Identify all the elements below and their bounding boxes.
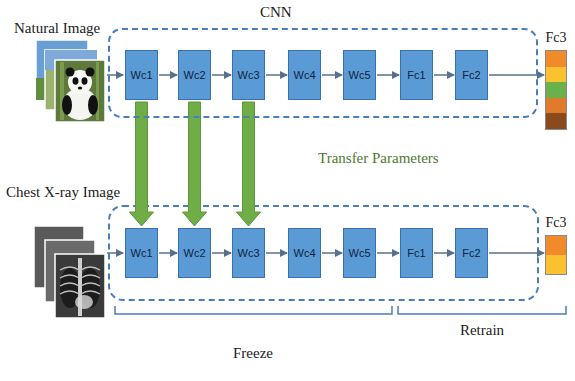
layer-box: Wc2 bbox=[178, 50, 211, 100]
layer-label: Wc4 bbox=[294, 69, 316, 81]
image-label: Chest X-ray Image bbox=[6, 184, 120, 201]
output-cell bbox=[546, 51, 566, 67]
layer-box: Fc2 bbox=[455, 50, 488, 100]
layer-label: Fc1 bbox=[407, 69, 425, 81]
output-cell bbox=[546, 82, 566, 98]
layer-label: Wc4 bbox=[294, 247, 316, 259]
layer-label: Wc1 bbox=[131, 247, 153, 259]
cnn-container: CNNWc1Wc2Wc3Wc4Wc5Fc1Fc2 bbox=[108, 28, 538, 118]
image-label: Natural Image bbox=[14, 20, 100, 37]
layer-arrow bbox=[377, 252, 399, 254]
layer-box: Wc1 bbox=[125, 228, 158, 278]
layer-label: Wc5 bbox=[349, 247, 371, 259]
group-title: CNN bbox=[260, 4, 292, 21]
transfer-label: Transfer Parameters bbox=[318, 150, 439, 167]
layer-arrow bbox=[266, 74, 287, 76]
layer-arrow bbox=[434, 74, 454, 76]
output-cell bbox=[546, 236, 566, 255]
layer-box: Wc3 bbox=[232, 50, 265, 100]
transfer-arrow bbox=[237, 102, 261, 226]
output-bar: Fc3 bbox=[545, 50, 567, 130]
input-arrow bbox=[107, 252, 123, 254]
xray-images bbox=[34, 226, 105, 318]
layer-arrow bbox=[434, 252, 454, 254]
layer-label: Wc2 bbox=[184, 247, 206, 259]
layer-arrow bbox=[159, 252, 177, 254]
output-cell bbox=[546, 113, 566, 129]
transfer-arrow bbox=[183, 102, 207, 226]
layer-arrow bbox=[489, 252, 544, 254]
cnn-container bbox=[109, 206, 538, 300]
layer-arrow bbox=[212, 74, 231, 76]
layer-box: Wc1 bbox=[125, 50, 158, 100]
output-cell bbox=[546, 67, 566, 83]
layer-arrow bbox=[322, 74, 342, 76]
layer-box: Fc2 bbox=[455, 228, 488, 278]
output-bar: Fc3 bbox=[545, 235, 567, 275]
layer-box: Fc1 bbox=[400, 50, 433, 100]
output-label: Fc3 bbox=[546, 30, 567, 46]
layer-label: Fc2 bbox=[462, 247, 480, 259]
layer-arrow bbox=[212, 252, 231, 254]
layer-label: Wc3 bbox=[238, 69, 260, 81]
freeze-label: Freeze bbox=[233, 345, 273, 362]
layer-label: Wc3 bbox=[238, 247, 260, 259]
layer-box: Wc2 bbox=[178, 228, 211, 278]
layer-arrow bbox=[489, 74, 544, 76]
layer-arrow bbox=[266, 252, 287, 254]
output-cell bbox=[546, 255, 566, 274]
output-label: Fc3 bbox=[546, 215, 567, 231]
retrain-bracket bbox=[398, 306, 566, 314]
layer-label: Wc2 bbox=[184, 69, 206, 81]
natural-images bbox=[36, 40, 105, 122]
freeze-bracket bbox=[115, 306, 392, 314]
layer-arrow bbox=[322, 252, 342, 254]
transfer-arrow bbox=[130, 102, 154, 226]
layer-label: Fc2 bbox=[462, 69, 480, 81]
layer-box: Wc4 bbox=[288, 228, 321, 278]
retrain-label: Retrain bbox=[460, 322, 504, 339]
layer-box: Fc1 bbox=[400, 228, 433, 278]
layer-box: Wc5 bbox=[343, 50, 376, 100]
layer-box: Wc4 bbox=[288, 50, 321, 100]
output-cell bbox=[546, 98, 566, 114]
layer-arrow bbox=[377, 74, 399, 76]
layer-label: Wc1 bbox=[131, 69, 153, 81]
layer-label: Wc5 bbox=[349, 69, 371, 81]
layer-label: Fc1 bbox=[407, 247, 425, 259]
layer-box: Wc5 bbox=[343, 228, 376, 278]
layer-box: Wc3 bbox=[232, 228, 265, 278]
layer-arrow bbox=[159, 74, 177, 76]
